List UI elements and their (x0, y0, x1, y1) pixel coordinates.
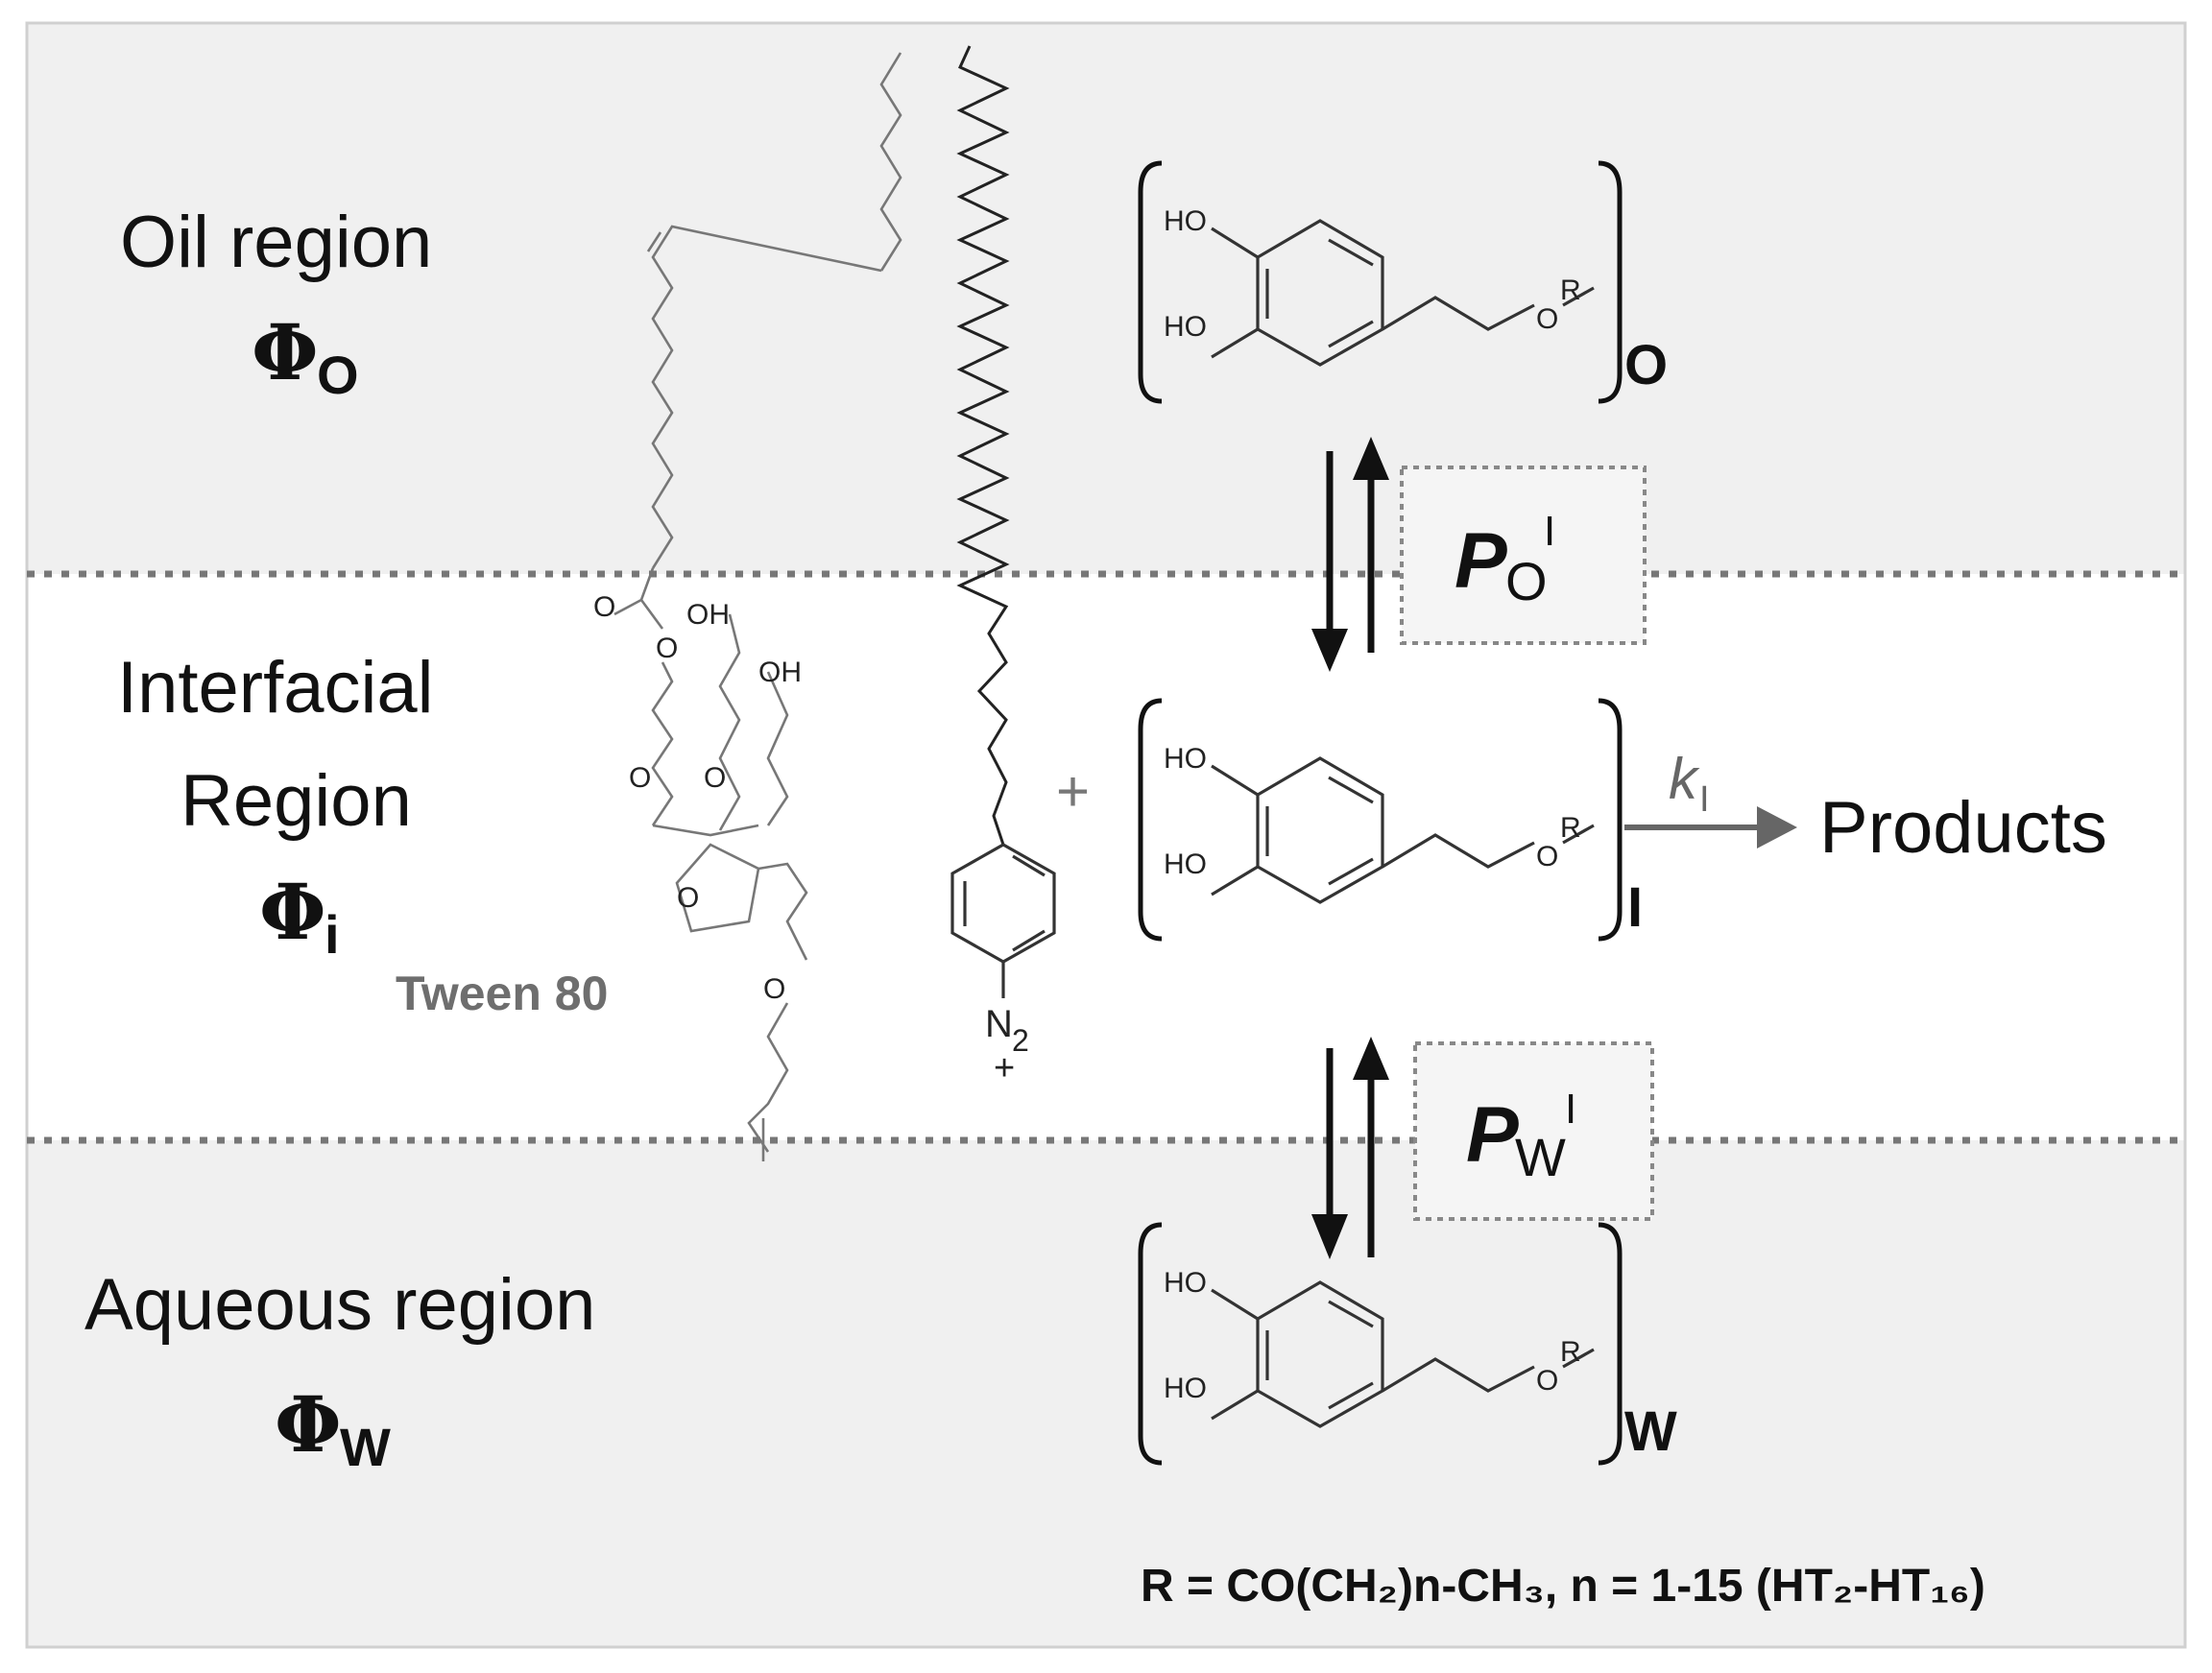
interface-water-equilibrium-arrows (1311, 1037, 1389, 1259)
oil-phi-symbol: Φ (252, 307, 319, 397)
partition-oil-box (1400, 466, 1647, 645)
tween-o-2: O (704, 762, 726, 794)
partition-oil-symbol: P (1455, 517, 1507, 605)
molecule-water: HO HO O R W (1138, 1222, 1677, 1466)
tween-o-1: O (629, 762, 651, 794)
tween-carbonyl-o: O (593, 591, 615, 623)
plus-sign: + (1056, 759, 1090, 824)
partition-water-symbol: P (1466, 1091, 1519, 1179)
diagram-frame (25, 21, 2187, 1649)
tween-ester-o: O (656, 633, 678, 664)
diazonium-n-label: N (985, 1003, 1013, 1045)
rate-constant-subscript: I (1699, 779, 1710, 820)
aqueous-region-bg (27, 1140, 2185, 1647)
partition-water-box (1413, 1041, 1654, 1221)
interfacial-label-line2: Region (180, 760, 412, 842)
reaction-arrow-head (1757, 806, 1797, 848)
interface-ho-top: HO (1164, 743, 1207, 775)
tween-o-3: O (763, 973, 785, 1005)
interfacial-phi-symbol: Φ (259, 867, 326, 957)
oil-r-group: R (1560, 275, 1581, 306)
rate-constant-symbol: k (1669, 747, 1700, 811)
water-ho-bottom: HO (1164, 1373, 1207, 1404)
interfacial-label-line1: Interfacial (117, 647, 434, 729)
interface-ho-bottom: HO (1164, 848, 1207, 880)
partition-water-subscript: W (1515, 1127, 1566, 1187)
molecule-oil: HO HO O R O (1138, 160, 1668, 404)
tween80-structure: O O OH OH O O O O (593, 52, 902, 1161)
r-definition: R = CO(CH₂)n-CH₃, n = 1-15 (HT₂-HT₁₆) (1141, 1561, 1985, 1612)
water-molecule-subscript: W (1624, 1400, 1677, 1463)
diazonium-charge: + (994, 1048, 1015, 1088)
oil-ether-o: O (1536, 303, 1558, 335)
interfacial-region-bg (27, 574, 2185, 1140)
oil-region-bg (27, 23, 2185, 574)
oil-phi-subscript: O (317, 345, 359, 405)
partition-oil-superscript: I (1544, 508, 1555, 555)
molecule-interface: HO HO O R I (1138, 698, 1643, 942)
interface-ether-o: O (1536, 841, 1558, 872)
partition-water-superscript: I (1565, 1086, 1576, 1133)
aqueous-phi-subscript: W (340, 1417, 391, 1477)
water-ether-o: O (1536, 1365, 1558, 1397)
water-ho-top: HO (1164, 1267, 1207, 1299)
oil-ho-top: HO (1164, 205, 1207, 237)
tween-oh-1: OH (686, 599, 730, 631)
water-r-group: R (1560, 1336, 1581, 1368)
tween-oh-2: OH (758, 657, 802, 688)
diazonium-surfactant: N 2 + (950, 45, 1056, 1088)
partition-oil-subscript: O (1505, 551, 1548, 611)
products-label: Products (1819, 787, 2107, 869)
tween80-label: Tween 80 (396, 967, 608, 1020)
interface-molecule-subscript: I (1627, 876, 1643, 939)
aqueous-region-label: Aqueous region (84, 1264, 595, 1346)
tween-ring-o: O (677, 882, 699, 914)
oil-interface-equilibrium-arrows (1311, 437, 1389, 672)
oil-ho-bottom: HO (1164, 311, 1207, 343)
oil-molecule-subscript: O (1624, 334, 1668, 396)
aqueous-phi-symbol: Φ (275, 1379, 342, 1470)
diazonium-n-subscript: 2 (1012, 1023, 1029, 1058)
oil-region-label: Oil region (120, 202, 432, 283)
interfacial-phi-subscript: i (325, 904, 340, 965)
interface-r-group: R (1560, 812, 1581, 844)
